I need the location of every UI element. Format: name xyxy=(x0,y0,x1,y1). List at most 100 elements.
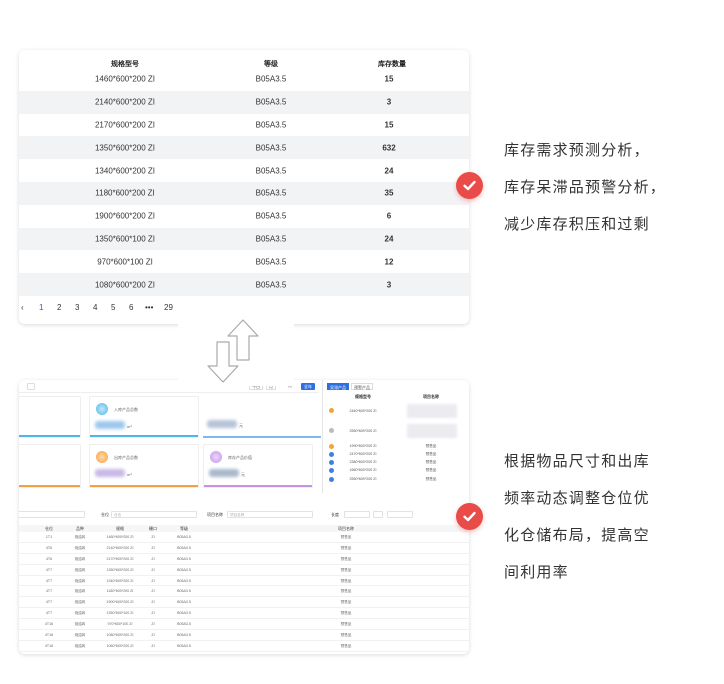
cell-quantity: 3 xyxy=(386,97,392,107)
side-table-row: 2440*600*200 ZI xyxy=(323,403,469,421)
page-6[interactable]: 6 xyxy=(129,303,134,312)
cell-grade: B05A3.5 xyxy=(255,211,287,221)
side-cell-spec: 2550*600*200 ZI xyxy=(349,477,377,481)
cell-spec: 1180*600*200 ZI xyxy=(95,188,155,198)
cell-grade: B05A3.5 xyxy=(177,535,191,539)
stat-unit: m³ xyxy=(127,424,132,429)
location-label: 仓位 xyxy=(101,512,109,517)
cell-location: 4T7 xyxy=(45,589,53,594)
stat-label: 库存产品价值 xyxy=(228,455,252,460)
back-button[interactable] xyxy=(27,383,35,390)
cell-spec: 1340*600*200 ZI xyxy=(106,578,134,583)
stat-card-partial xyxy=(19,396,81,438)
toolbar-year-button[interactable]: 全年 xyxy=(301,383,315,390)
tab-warning[interactable]: 预警产品 xyxy=(351,383,373,390)
cell-quantity: 3 xyxy=(386,280,392,290)
cell-quantity: 15 xyxy=(384,74,394,84)
length-separator xyxy=(373,511,383,518)
cell-quantity: 632 xyxy=(382,143,396,153)
filter-input-partial[interactable] xyxy=(19,511,85,518)
cell-port: ZI xyxy=(151,600,155,605)
column-port: 栅口 xyxy=(149,526,157,531)
cell-project: 预售品 xyxy=(340,567,352,572)
cell-location: 4T16 xyxy=(44,633,54,638)
inbound-icon xyxy=(96,403,108,415)
cell-spec: 1350*600*100 ZI xyxy=(106,611,134,616)
cell-spec: 970*600*100 ZI xyxy=(97,257,153,267)
cell-spec: 1350*600*200 ZI xyxy=(106,567,134,572)
cell-grade: B05A3.5 xyxy=(177,633,191,638)
cell-grade: B05A3.5 xyxy=(255,166,287,176)
cell-location: 4T7 xyxy=(45,578,53,583)
side-table-row: 2550*600*200 ZI xyxy=(323,423,469,441)
cell-grade: B05A3.5 xyxy=(255,143,287,153)
stat-unit: 元 xyxy=(241,472,245,477)
cell-port: ZI xyxy=(151,535,155,539)
cell-port: ZI xyxy=(151,578,155,583)
cell-port: ZI xyxy=(151,589,155,594)
cell-spec: 1060*600*200 ZI xyxy=(106,643,134,648)
cell-kind: 烧结砖 xyxy=(74,643,86,648)
side-cell-project: 预售品 xyxy=(425,444,437,448)
column-quantity: 库存数量 xyxy=(378,61,406,68)
feature-line: 库存呆滞品预警分析， xyxy=(504,178,667,196)
more-pages[interactable]: ••• xyxy=(145,303,154,312)
length-min-input[interactable] xyxy=(344,511,370,518)
page-2[interactable]: 2 xyxy=(57,303,62,312)
cell-spec: 1340*600*200 ZI xyxy=(94,166,156,176)
stat-bar xyxy=(203,436,321,438)
column-project: 项目名称 xyxy=(338,526,354,531)
page-4[interactable]: 4 xyxy=(93,303,98,312)
prev-page-button[interactable]: ‹ xyxy=(21,303,24,312)
table-header: 规格型号 等级 库存数量 xyxy=(19,59,469,71)
column-grade: 等级 xyxy=(264,61,278,68)
cell-spec: 1180*600*200 ZI xyxy=(106,589,134,594)
length-max-input[interactable] xyxy=(387,511,413,518)
feature-line: 化仓储布局，提高空 xyxy=(504,526,650,544)
feature-line: 根据物品尺寸和出库 xyxy=(504,452,650,470)
project-input[interactable]: 项目名称 xyxy=(227,511,313,518)
side-cell-spec: 1990*600*200 ZI xyxy=(349,444,377,448)
page-3[interactable]: 3 xyxy=(75,303,80,312)
side-cell-spec: 2550*600*200 ZI xyxy=(349,429,377,433)
filter-bar: 仓位 仓位 项目名称 项目名称 长度 xyxy=(19,510,469,520)
cell-spec: 1900*600*200 ZI xyxy=(106,600,134,605)
cell-port: ZI xyxy=(151,611,155,616)
feature-line: 间利用率 xyxy=(504,563,569,581)
feature-line: 减少库存积压和过剩 xyxy=(504,215,650,233)
blurred-value xyxy=(209,469,239,477)
page-5[interactable]: 5 xyxy=(111,303,116,312)
cell-kind: 烧结砖 xyxy=(74,622,86,627)
cell-quantity: 6 xyxy=(386,211,392,221)
rank-dot-icon xyxy=(329,468,334,473)
cell-spec: 970*600*100 ZI xyxy=(107,622,133,627)
cell-spec: 2140*600*200 ZI xyxy=(94,97,156,107)
tab-slow-moving[interactable]: 呆滞产品 xyxy=(327,383,349,390)
cell-spec: 1350*600*200 ZI xyxy=(94,143,156,153)
cell-location: 4T7 xyxy=(45,600,53,605)
cell-kind: 烧结砖 xyxy=(74,567,86,572)
page-last[interactable]: 29 xyxy=(164,303,173,312)
cell-grade: B05A3.5 xyxy=(255,97,287,107)
cell-quantity: 24 xyxy=(384,166,394,176)
location-input[interactable]: 仓位 xyxy=(111,511,197,518)
swap-arrows-icon xyxy=(207,319,259,383)
rank-dot-icon xyxy=(329,477,334,482)
cell-spec: 1900*600*200 ZI xyxy=(94,211,156,221)
detail-table-header: 仓位 品种 规格 栅口 等级 项目名称 xyxy=(19,525,469,532)
cell-location: 4T7 xyxy=(45,611,53,616)
side-cell-spec: 1660*600*200 ZI xyxy=(349,468,377,472)
cell-spec: 1080*600*200 ZI xyxy=(94,280,156,290)
side-cell-spec: 2470*600*200 ZI xyxy=(349,452,377,456)
side-cell-project: 预售品 xyxy=(425,477,437,481)
stat-card-inbound: 入库产品总数 m³ xyxy=(89,396,199,438)
page-1[interactable]: 1 xyxy=(39,303,44,312)
blurred-value xyxy=(95,469,125,477)
check-icon xyxy=(456,503,483,530)
